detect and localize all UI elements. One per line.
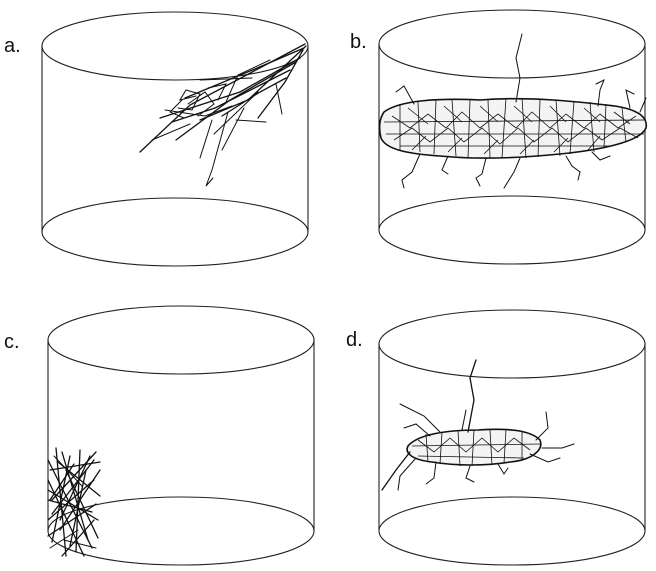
cylinder-d-bottom — [379, 497, 645, 565]
cylinder-a — [42, 12, 308, 266]
cylinder-a-top — [42, 12, 308, 80]
fiber-mesh-c — [48, 448, 100, 556]
panel-a: a. — [4, 12, 308, 266]
cylinder-b-top — [379, 10, 645, 78]
panel-d: d. — [346, 310, 645, 565]
cylinder-b-bottom — [379, 196, 645, 264]
protrusions-d — [382, 360, 574, 490]
cell-cluster-d — [407, 429, 541, 466]
panel-a-label: a. — [4, 35, 21, 57]
cylinder-c-bottom — [48, 497, 314, 565]
panel-c: c. — [4, 306, 314, 565]
cylinder-a-bottom — [42, 198, 308, 266]
panel-d-label: d. — [346, 329, 363, 351]
cylinder-c-top — [48, 306, 314, 374]
panel-c-label: c. — [4, 331, 20, 353]
cell-sheet-b — [380, 98, 647, 158]
cylinder-d-top — [379, 310, 645, 378]
panel-b-label: b. — [350, 31, 367, 53]
panel-b: b. — [350, 10, 646, 264]
fiber-bundle-a — [140, 44, 306, 186]
